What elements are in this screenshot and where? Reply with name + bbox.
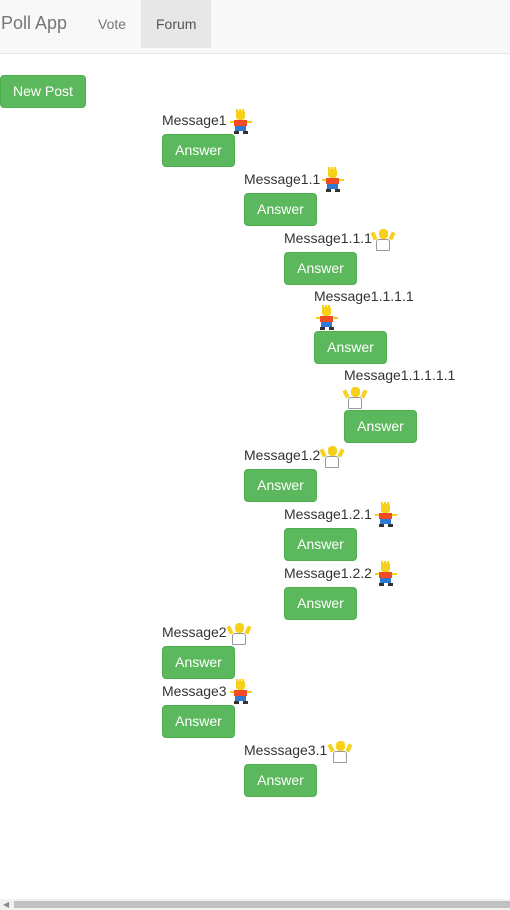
nav-forum[interactable]: Forum (141, 0, 211, 48)
answer-button[interactable]: Answer (244, 193, 317, 226)
message-text: Message1.2 (244, 447, 321, 463)
nav-vote[interactable]: Vote (98, 16, 127, 32)
horizontal-scrollbar[interactable]: ◀ (0, 899, 510, 910)
bart-avatar-icon (322, 167, 344, 193)
answer-button[interactable]: Answer (284, 528, 357, 561)
answer-button[interactable]: Answer (284, 587, 357, 620)
homer-avatar-icon (342, 387, 368, 411)
message-text: Message2 (162, 624, 227, 640)
answer-button[interactable]: Answer (284, 252, 357, 285)
bart-avatar-icon (375, 502, 397, 528)
message-text: Message1.1.1.1.1 (344, 367, 456, 383)
brand-link[interactable]: Poll App (1, 13, 68, 33)
bart-avatar-icon (316, 305, 338, 331)
message-text: Message1.1.1 (284, 230, 372, 246)
message-text: Message1.1.1.1 (314, 288, 414, 304)
homer-avatar-icon (370, 229, 396, 253)
message-text: Message1 (162, 112, 227, 128)
message-text: Message1.2.1 (284, 506, 372, 522)
answer-button[interactable]: Answer (244, 469, 317, 502)
new-post-button[interactable]: New Post (0, 75, 86, 108)
scrollbar-thumb[interactable] (14, 901, 510, 908)
bart-avatar-icon (230, 679, 252, 705)
answer-button[interactable]: Answer (162, 646, 235, 679)
homer-avatar-icon (226, 623, 252, 647)
answer-button[interactable]: Answer (314, 331, 387, 364)
answer-button[interactable]: Answer (344, 410, 417, 443)
navbar: Poll App Vote Forum (0, 0, 510, 54)
answer-button[interactable]: Answer (162, 705, 235, 738)
message-text: Message1.2.2 (284, 565, 372, 581)
answer-button[interactable]: Answer (162, 134, 235, 167)
answer-button[interactable]: Answer (244, 764, 317, 797)
bart-avatar-icon (375, 561, 397, 587)
message-text: Messsage3.1 (244, 742, 328, 758)
homer-avatar-icon (319, 446, 345, 470)
message-text: Message1.1 (244, 171, 321, 187)
scroll-left-icon[interactable]: ◀ (3, 900, 10, 909)
message-text: Message3 (162, 683, 227, 699)
homer-avatar-icon (327, 741, 353, 765)
bart-avatar-icon (230, 109, 252, 135)
